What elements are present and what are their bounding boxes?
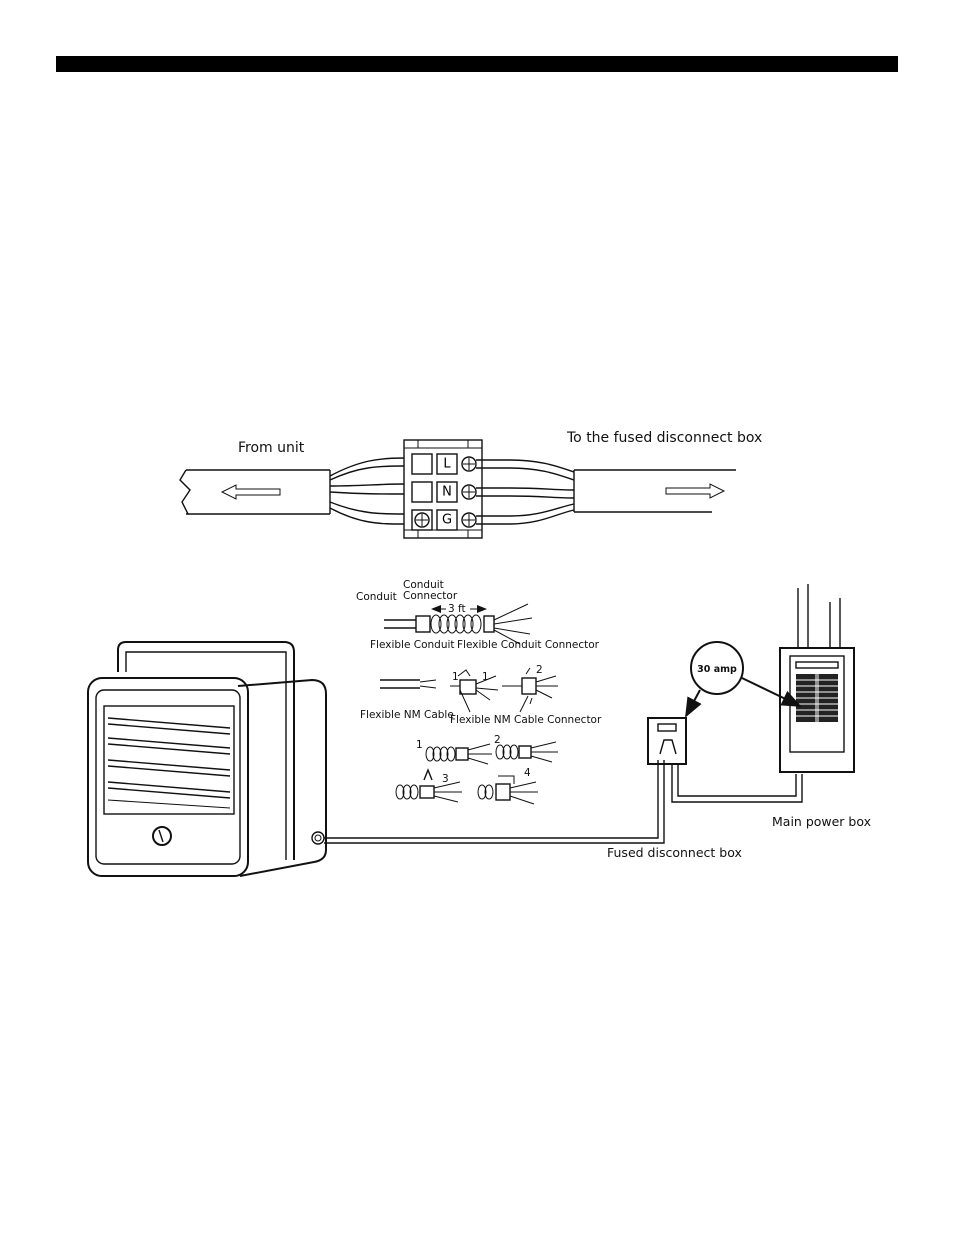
install-step-3-number: 3 xyxy=(442,773,449,785)
nm-step-1a-number: 1 xyxy=(452,671,459,683)
outgoing-cable xyxy=(574,470,736,512)
nm-step-2-number: 2 xyxy=(536,664,543,676)
flexible-conduit-coil xyxy=(431,615,481,633)
amp-callout: 30 amp xyxy=(686,642,800,716)
left-arrow-icon xyxy=(222,485,280,499)
right-arrow-icon xyxy=(666,484,724,498)
conduit-install-steps xyxy=(396,742,558,804)
nm-connector-step-2 xyxy=(502,668,558,704)
nm-step-1-number: 1 xyxy=(482,671,489,683)
install-step-2-number: 2 xyxy=(494,734,501,746)
terminal-l-label: L xyxy=(443,457,451,472)
main-power-box-label: Main power box xyxy=(772,814,871,829)
terminal-n-label: N xyxy=(442,485,452,500)
outgoing-wires xyxy=(476,460,574,524)
flexible-nm-cable-label: Flexible NM Cable xyxy=(360,709,454,721)
amp-rating-label: 30 amp xyxy=(697,664,737,675)
terminal-block-section: L N G xyxy=(180,430,762,538)
flexible-conduit-connector-label: Flexible Conduit Connector xyxy=(457,639,600,651)
to-fused-disconnect-label: To the fused disconnect box xyxy=(566,430,762,446)
from-unit-label: From unit xyxy=(238,440,305,456)
fused-disconnect-box xyxy=(648,718,686,764)
length-label: 3 ft xyxy=(448,603,466,615)
heater-unit xyxy=(88,642,326,876)
flexible-nm-cable-connector-label: Flexible NM Cable Connector xyxy=(450,714,602,726)
connector-steps: Conduit Conduit Connector 3 ft Flexible … xyxy=(356,579,602,804)
breaker-panel xyxy=(796,674,838,722)
incoming-wires xyxy=(330,458,404,524)
flexible-conduit-label: Flexible Conduit xyxy=(370,639,455,651)
feed-cable xyxy=(672,764,802,802)
thermostat-knob-icon xyxy=(153,827,171,845)
conduit-label: Conduit xyxy=(356,591,397,603)
install-step-1-number: 1 xyxy=(416,739,423,751)
install-step-4-number: 4 xyxy=(524,767,531,779)
terminal-g-label: G xyxy=(442,513,452,528)
conduit-connector-label-line2: Connector xyxy=(403,590,458,602)
main-power-box xyxy=(780,584,854,772)
supply-cable xyxy=(324,760,664,843)
fused-disconnect-box-label: Fused disconnect box xyxy=(607,845,742,860)
incoming-cable xyxy=(180,470,330,514)
terminal-block: L N G xyxy=(404,440,482,538)
